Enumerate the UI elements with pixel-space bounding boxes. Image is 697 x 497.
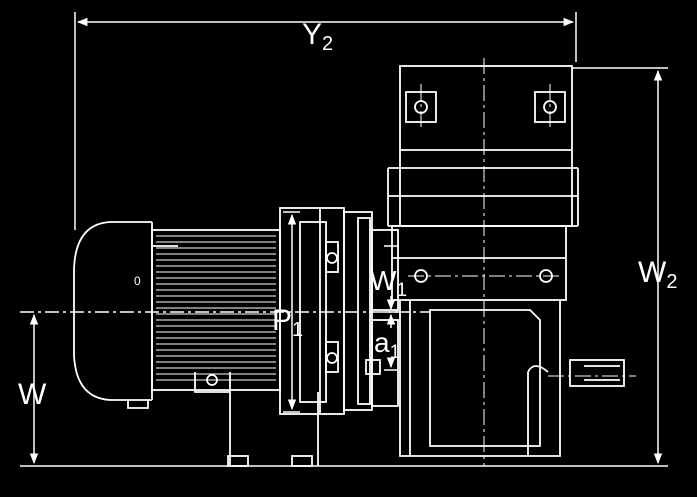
label-a1: a1: [374, 327, 400, 363]
label-y2: Y2: [302, 18, 333, 55]
label-w: W: [18, 378, 47, 411]
center-lines: [408, 58, 636, 466]
dimension-w2: [20, 67, 668, 467]
motor-cooling-fins: [156, 235, 276, 381]
dimension-y2: [74, 12, 577, 230]
dimension-p1: [283, 211, 300, 413]
label-w1: W1: [370, 265, 407, 301]
dimension-w1-a1: [384, 245, 398, 371]
label-w2: W2: [638, 256, 677, 293]
motor: [73, 221, 281, 409]
dimension-w: [20, 311, 430, 465]
gearbox: [227, 65, 625, 467]
motor-flange: [279, 207, 373, 415]
label-p1: P1: [272, 304, 303, 341]
motor-mark: 0: [134, 274, 141, 288]
